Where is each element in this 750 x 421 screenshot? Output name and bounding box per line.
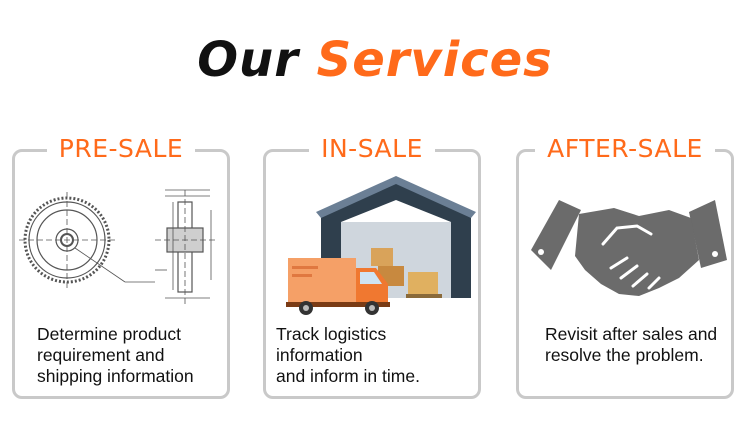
card-after-sale-label: AFTER-SALE [535,130,715,168]
card-pre-sale-description: Determine product requirement and shippi… [37,324,219,387]
card-in-sale: IN-SALE Track logistics information and … [263,130,481,399]
card-after-sale-description: Revisit after sales and resolve the prob… [545,324,723,366]
handshake-icon [531,200,727,296]
card-in-sale-description: Track logistics information and inform i… [276,324,470,387]
page-title: Our Services [0,30,750,90]
card-after-sale: AFTER-SALE Revisit after sales and resol… [516,130,734,399]
card-in-sale-line: Track logistics information [276,324,387,365]
card-after-sale-line: Revisit after sales and [545,324,718,344]
card-pre-sale-line: shipping information [37,366,194,386]
card-pre-sale: PRE-SALE Determine product requirement a [12,130,230,399]
card-pre-sale-line: Determine product [37,324,181,344]
gear-drawing-icon [19,189,215,305]
warehouse-truck-icon [286,176,476,315]
card-after-sale-line: resolve the problem. [545,345,704,365]
card-in-sale-line: and inform in time. [276,366,420,386]
title-word-services: Services [316,32,553,88]
card-pre-sale-line: requirement and [37,345,165,365]
title-word-our: Our [197,32,299,88]
card-in-sale-label: IN-SALE [309,130,435,168]
card-pre-sale-label: PRE-SALE [46,130,196,168]
